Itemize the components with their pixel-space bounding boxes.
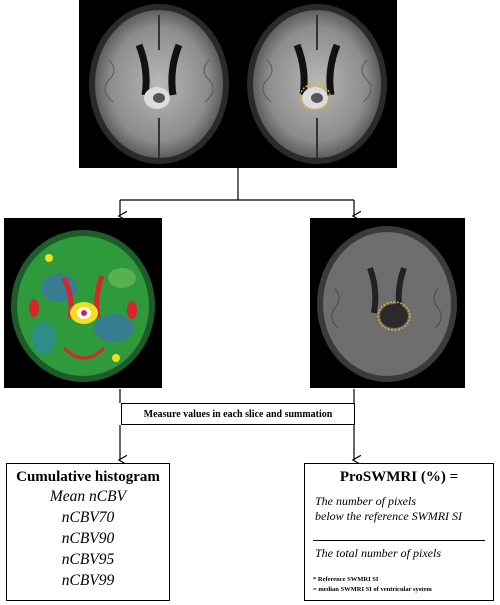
histogram-item: nCBV95 (61, 551, 115, 568)
proswmri-denominator: The total number of pixels (315, 546, 441, 560)
t1-mri-slice-right (247, 4, 387, 164)
proswmri-note-line2: = median SWMRI SI of ventricular system (313, 586, 432, 593)
measure-step-label: Measure values in each slice and summati… (143, 408, 333, 420)
measure-step-box: Measure values in each slice and summati… (121, 403, 355, 425)
proswmri-numerator-line2: below the reference SWMRI SI (315, 509, 463, 523)
histogram-title: Cumulative histogram (16, 469, 160, 485)
perfusion-map-panel (4, 218, 162, 388)
t1-mri-slice-left (89, 4, 229, 164)
swmri-image (317, 226, 457, 382)
proswmri-title: ProSWMRI (%) = (339, 469, 459, 485)
proswmri-box: ProSWMRI (%) = The number of pixels belo… (304, 463, 494, 601)
swmri-roi-outline (377, 301, 411, 331)
fraction-bar (313, 540, 485, 541)
proswmri-numerator-line1: The number of pixels (315, 494, 416, 508)
cumulative-histogram-box: Cumulative histogram Mean nCBV nCBV70 nC… (6, 463, 170, 601)
histogram-item: nCBV90 (61, 530, 115, 547)
swmri-panel (310, 218, 465, 388)
histogram-item: nCBV99 (61, 572, 115, 589)
histogram-item: nCBV70 (61, 509, 115, 526)
top-mri-images (89, 4, 387, 164)
ncbv-color-map (11, 230, 155, 382)
top-mri-panel (79, 0, 397, 168)
proswmri-note-line1: * Reference SWMRI SI (313, 576, 379, 583)
roi-outline (299, 83, 331, 111)
histogram-item: Mean nCBV (49, 488, 127, 505)
